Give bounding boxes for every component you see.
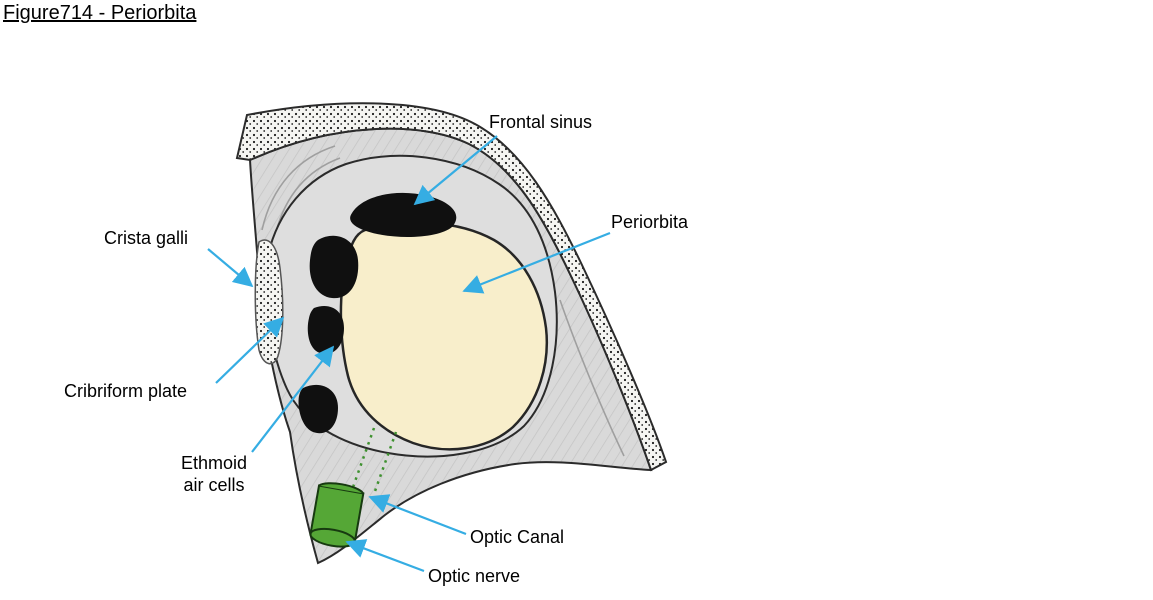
cribriform-plate-arrow <box>215 316 285 384</box>
inner-contour-stroke <box>261 145 336 231</box>
cribriform-plate-label: Cribriform plate <box>64 381 188 401</box>
ethmoid-air-cells-label: Ethmoid air cells <box>168 452 260 496</box>
frontal-sinus-label: Frontal sinus <box>489 112 593 132</box>
crista-galli-arrow <box>207 248 254 288</box>
cribriform-strip <box>254 239 284 365</box>
inner-contour-stroke <box>559 299 625 457</box>
optic-nerve-label: Optic nerve <box>428 566 521 586</box>
frontal-sinus-arrow <box>413 135 498 206</box>
skull-bone-band <box>235 102 668 472</box>
ethmoid-air-cells-shape <box>309 235 359 299</box>
crista-galli-label: Crista galli <box>104 228 189 248</box>
ethmoid-air-cells-label-line2: air cells <box>183 475 245 495</box>
ethmoid-air-cells-label-line1: Ethmoid <box>180 453 248 473</box>
periorbita-arrow <box>462 231 611 294</box>
periorbita-label: Periorbita <box>611 212 689 232</box>
optic-canal-dotted-line <box>350 427 376 491</box>
optic-canal-arrow <box>368 494 467 536</box>
optic-canal-dotted-line <box>372 431 398 495</box>
optic-nerve-arrow <box>345 539 425 573</box>
optic-canal-label: Optic Canal <box>470 527 565 547</box>
figure-title: Figure714 - Periorbita <box>3 2 197 24</box>
inner-contour-stroke <box>275 157 341 233</box>
ethmoid-air-cells-shape <box>307 306 344 354</box>
periorbita-shape <box>339 221 548 451</box>
ethmoid-air-cells-arrow <box>251 345 335 453</box>
ethmoid-air-cells-shape <box>298 384 338 434</box>
optic-nerve-cylinder <box>309 482 365 548</box>
